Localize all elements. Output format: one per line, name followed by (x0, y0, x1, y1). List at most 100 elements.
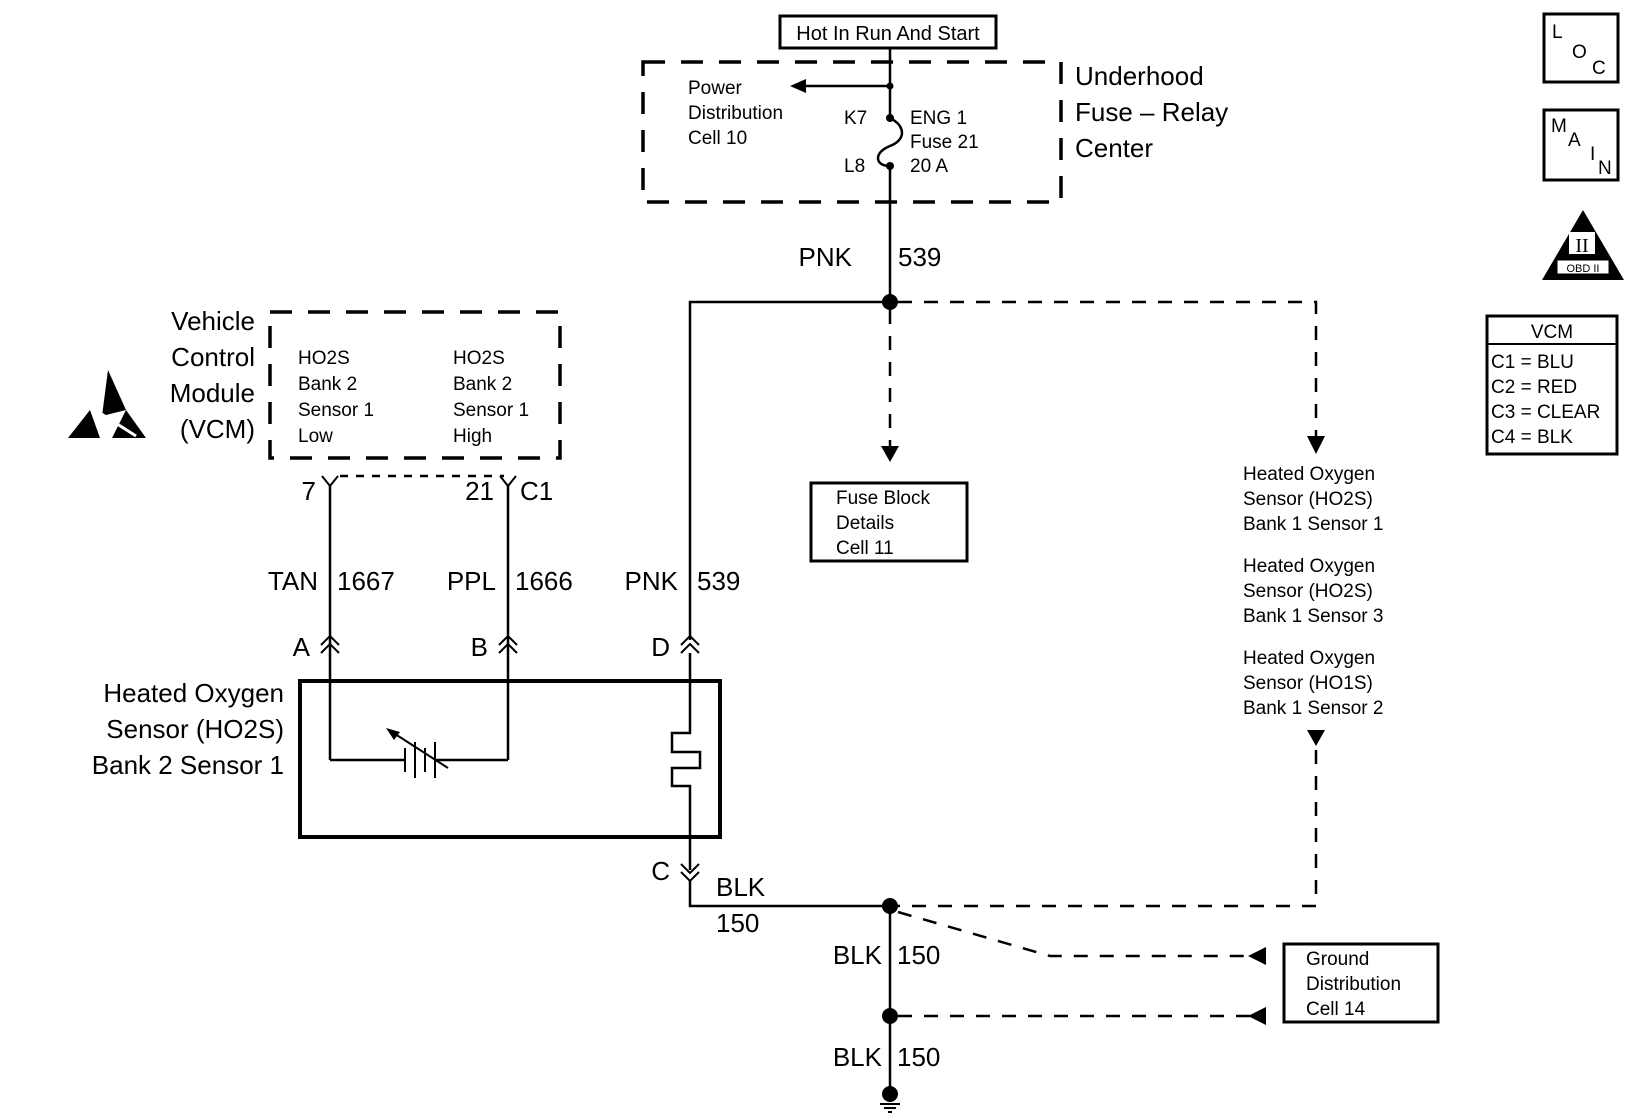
fuse-name: ENG 1 (910, 108, 967, 129)
wire-pnk-top-circuit: 539 (898, 242, 941, 272)
svg-text:N: N (1598, 158, 1612, 179)
svg-text:Heated Oxygen: Heated Oxygen (103, 678, 284, 708)
underhood-fuse-relay-center: Underhood Fuse – Relay Center Power Dist… (641, 48, 1228, 204)
svg-text:OBD II: OBD II (1566, 263, 1599, 275)
arrow-left-icon (1248, 947, 1266, 965)
fuse-number: Fuse 21 (910, 132, 979, 153)
svg-text:Distribution: Distribution (1306, 974, 1401, 995)
svg-text:O: O (1572, 42, 1587, 63)
vcm-pin-7: 7 (302, 476, 316, 506)
svg-text:I: I (1590, 144, 1595, 165)
svg-text:Sensor (HO1S): Sensor (HO1S) (1243, 673, 1373, 694)
svg-text:Sensor 1: Sensor 1 (453, 400, 529, 421)
svg-text:VCM: VCM (1531, 322, 1573, 343)
svg-text:M: M (1551, 116, 1567, 137)
vcm-connector-legend: VCM C1 = BLU C2 = RED C3 = CLEAR C4 = BL… (1485, 314, 1619, 456)
legend-item: C2 = RED (1491, 377, 1577, 398)
svg-text:Sensor 1: Sensor 1 (298, 400, 374, 421)
arrow-down-icon (1307, 436, 1325, 454)
power-source-label: Hot In Run And Start (796, 23, 980, 45)
vcm-module: Vehicle Control Module (VCM) HO2S Bank 2… (68, 306, 562, 506)
variable-cell-icon (386, 728, 449, 778)
arrow-left-icon (1248, 1007, 1266, 1025)
svg-text:HO2S: HO2S (298, 348, 350, 369)
svg-text:Bank 1 Sensor 2: Bank 1 Sensor 2 (1243, 698, 1383, 719)
sensor-ref-b1s3[interactable]: Heated Oxygen Sensor (HO2S) Bank 1 Senso… (1243, 556, 1383, 627)
wire-pnk-sensor-color: PNK (625, 566, 679, 596)
fuse-relay-title-1: Underhood (1075, 61, 1204, 91)
wire-pnk-539-sensor (688, 300, 890, 640)
svg-text:Vehicle: Vehicle (171, 306, 255, 336)
svg-text:Module: Module (170, 378, 255, 408)
fuse-rating: 20 A (910, 156, 948, 177)
loc-button[interactable]: L O C (1542, 12, 1620, 84)
wire-blk-bottom-circuit: 150 (897, 1042, 940, 1072)
wire-blk-sensor-color: BLK (716, 872, 766, 902)
svg-text:Ground: Ground (1306, 949, 1369, 970)
wire-ppl-color: PPL (447, 566, 496, 596)
power-distribution-1[interactable]: Power (688, 78, 743, 99)
vcm-connector-c1: C1 (520, 476, 553, 506)
svg-text:Heated Oxygen: Heated Oxygen (1243, 648, 1375, 669)
svg-text:Control: Control (171, 342, 255, 372)
svg-text:II: II (1575, 235, 1588, 257)
wire-blk-mid-circuit: 150 (897, 940, 940, 970)
svg-text:Sensor (HO2S): Sensor (HO2S) (1243, 489, 1373, 510)
wire-blk-150-sensor (688, 881, 890, 908)
splice-ground-2 (882, 1008, 898, 1024)
ho2s-sensor[interactable]: Heated Oxygen Sensor (HO2S) Bank 2 Senso… (92, 653, 722, 870)
svg-text:C: C (1592, 58, 1606, 79)
wire-tan-color: TAN (268, 566, 318, 596)
svg-text:Bank 2: Bank 2 (298, 374, 357, 395)
power-distribution-2[interactable]: Distribution (688, 103, 783, 124)
obd-ii-icon: II OBD II (1542, 210, 1624, 280)
wire-pnk-sensor-circuit: 539 (697, 566, 740, 596)
dash-to-ground-dist-1 (897, 910, 1250, 958)
legend-item: C1 = BLU (1491, 352, 1574, 373)
wire-tan-circuit: 1667 (337, 566, 395, 596)
svg-text:Bank 2: Bank 2 (453, 374, 512, 395)
wire-pnk-top-color: PNK (799, 242, 853, 272)
power-distribution-3[interactable]: Cell 10 (688, 128, 747, 149)
dash-from-other-sensors (898, 750, 1318, 908)
svg-text:(VCM): (VCM) (180, 414, 255, 444)
svg-text:Sensor (HO2S): Sensor (HO2S) (1243, 581, 1373, 602)
sensor-connector: A B D (293, 632, 700, 662)
terminal-l8: L8 (844, 156, 865, 177)
svg-text:Bank 2 Sensor 1: Bank 2 Sensor 1 (92, 750, 284, 780)
esd-warning-icon (68, 370, 146, 438)
ground-terminal (882, 1086, 898, 1102)
svg-text:L: L (1552, 22, 1563, 43)
legend-item: C3 = CLEAR (1491, 402, 1600, 423)
wire-blk-sensor-circuit: 150 (716, 908, 759, 938)
dash-to-other-sensors (898, 300, 1318, 436)
other-sensors-list: Heated Oxygen Sensor (HO2S) Bank 1 Senso… (1243, 464, 1383, 719)
fuse-icon (876, 116, 904, 168)
wire-blk-mid-color: BLK (833, 940, 883, 970)
arrow-down-icon (1307, 730, 1325, 746)
svg-text:Fuse Block: Fuse Block (836, 488, 930, 509)
main-button[interactable]: M A I N (1542, 108, 1620, 182)
sensor-ref-b1s1[interactable]: Heated Oxygen Sensor (HO2S) Bank 1 Senso… (1243, 464, 1383, 535)
wire-ppl-circuit: 1666 (515, 566, 573, 596)
svg-text:HO2S: HO2S (453, 348, 505, 369)
svg-text:Bank 1 Sensor 3: Bank 1 Sensor 3 (1243, 606, 1383, 627)
sensor-ref-b1s2[interactable]: Heated Oxygen Sensor (HO1S) Bank 1 Senso… (1243, 648, 1383, 719)
svg-text:High: High (453, 426, 492, 447)
power-source-box: Hot In Run And Start (778, 14, 998, 50)
arrow-down-icon (881, 446, 899, 462)
fuse-block-reference[interactable]: Fuse Block Details Cell 11 (809, 481, 969, 563)
sensor-pin-c: C (651, 856, 670, 886)
svg-text:Low: Low (298, 426, 333, 447)
svg-text:Cell 14: Cell 14 (1306, 999, 1366, 1020)
sensor-pin-b: B (471, 632, 488, 662)
svg-text:Bank 1 Sensor 1: Bank 1 Sensor 1 (1243, 514, 1383, 535)
heater-element-icon (670, 653, 702, 870)
wire-blk-bottom-color: BLK (833, 1042, 883, 1072)
ground-distribution-reference[interactable]: Ground Distribution Cell 14 (1282, 942, 1440, 1024)
legend-item: C4 = BLK (1491, 427, 1573, 448)
ground-icon (880, 1103, 900, 1113)
fuse-relay-title-2: Fuse – Relay (1075, 97, 1228, 127)
sensor-pin-a: A (293, 632, 311, 662)
svg-text:Heated Oxygen: Heated Oxygen (1243, 556, 1375, 577)
